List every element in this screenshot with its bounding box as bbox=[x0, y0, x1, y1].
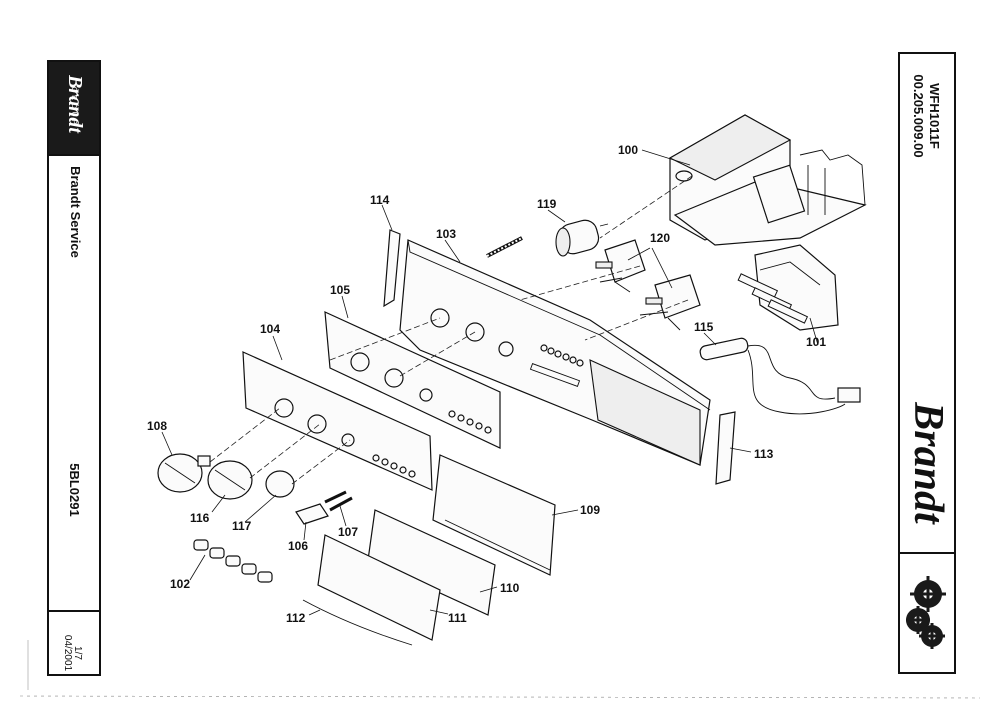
gears-logo bbox=[902, 556, 952, 672]
part-110-drawer-window bbox=[367, 509, 496, 616]
part-100-programmer-unit bbox=[668, 114, 867, 246]
left-title-strip: Brandt GROUP Brandt Service 5BL0291 04/2… bbox=[47, 60, 101, 676]
label-104: 104 bbox=[260, 322, 280, 336]
part-104-front-panel bbox=[242, 351, 433, 491]
scan-edge-line bbox=[19, 695, 981, 699]
part-105-fascia bbox=[324, 311, 501, 449]
part-119-clutch bbox=[555, 219, 609, 257]
label-109: 109 bbox=[580, 503, 600, 517]
label-105: 105 bbox=[330, 283, 350, 297]
part-115-sensor-cable bbox=[699, 337, 861, 415]
label-100: 100 bbox=[618, 143, 638, 157]
part-117-knob bbox=[265, 470, 295, 498]
gears-icon bbox=[906, 576, 946, 649]
label-101: 101 bbox=[806, 335, 826, 349]
label-115: 115 bbox=[694, 320, 714, 334]
part-108-knob bbox=[157, 453, 211, 493]
part-111-drawer-panel bbox=[317, 534, 441, 641]
label-113: 113 bbox=[754, 447, 774, 461]
label-114: 114 bbox=[370, 193, 390, 207]
part-102-lamp-set bbox=[193, 539, 273, 583]
divider bbox=[900, 552, 954, 554]
part-number-labels: 100 101 102 103 104 105 106 107 108 109 … bbox=[147, 143, 826, 625]
label-116: 116 bbox=[190, 511, 210, 525]
right-title-strip: WFH1011F 00.205.009.00 Brandt bbox=[898, 52, 956, 674]
part-120-switch-a bbox=[595, 239, 646, 293]
part-103-control-panel bbox=[399, 239, 711, 466]
part-101-connector-block bbox=[737, 244, 839, 331]
label-102: 102 bbox=[170, 577, 190, 591]
part-114-side-trim bbox=[383, 229, 401, 308]
divider bbox=[49, 154, 99, 156]
part-113-side-trim bbox=[715, 411, 736, 485]
part-106-button bbox=[295, 503, 329, 525]
label-112: 112 bbox=[286, 611, 306, 625]
assembly-guidelines bbox=[209, 175, 693, 485]
label-106: 106 bbox=[288, 539, 308, 553]
label-111: 111 bbox=[448, 611, 467, 625]
label-110: 110 bbox=[500, 581, 520, 595]
label-107: 107 bbox=[338, 525, 358, 539]
divider bbox=[49, 610, 99, 612]
label-117: 117 bbox=[232, 519, 252, 533]
part-109-drawer-front bbox=[432, 454, 556, 576]
brandt-logo-box: Brandt GROUP bbox=[49, 62, 99, 154]
part-112-trim-strip bbox=[302, 599, 413, 646]
screw bbox=[486, 236, 523, 258]
label-103: 103 bbox=[436, 227, 456, 241]
part-120-switch-b bbox=[639, 274, 701, 331]
part-107-springs bbox=[324, 490, 353, 512]
label-119: 119 bbox=[537, 197, 557, 211]
label-120: 120 bbox=[650, 231, 670, 245]
label-108: 108 bbox=[147, 419, 167, 433]
part-116-knob bbox=[207, 460, 253, 500]
leader-lines bbox=[161, 149, 819, 616]
